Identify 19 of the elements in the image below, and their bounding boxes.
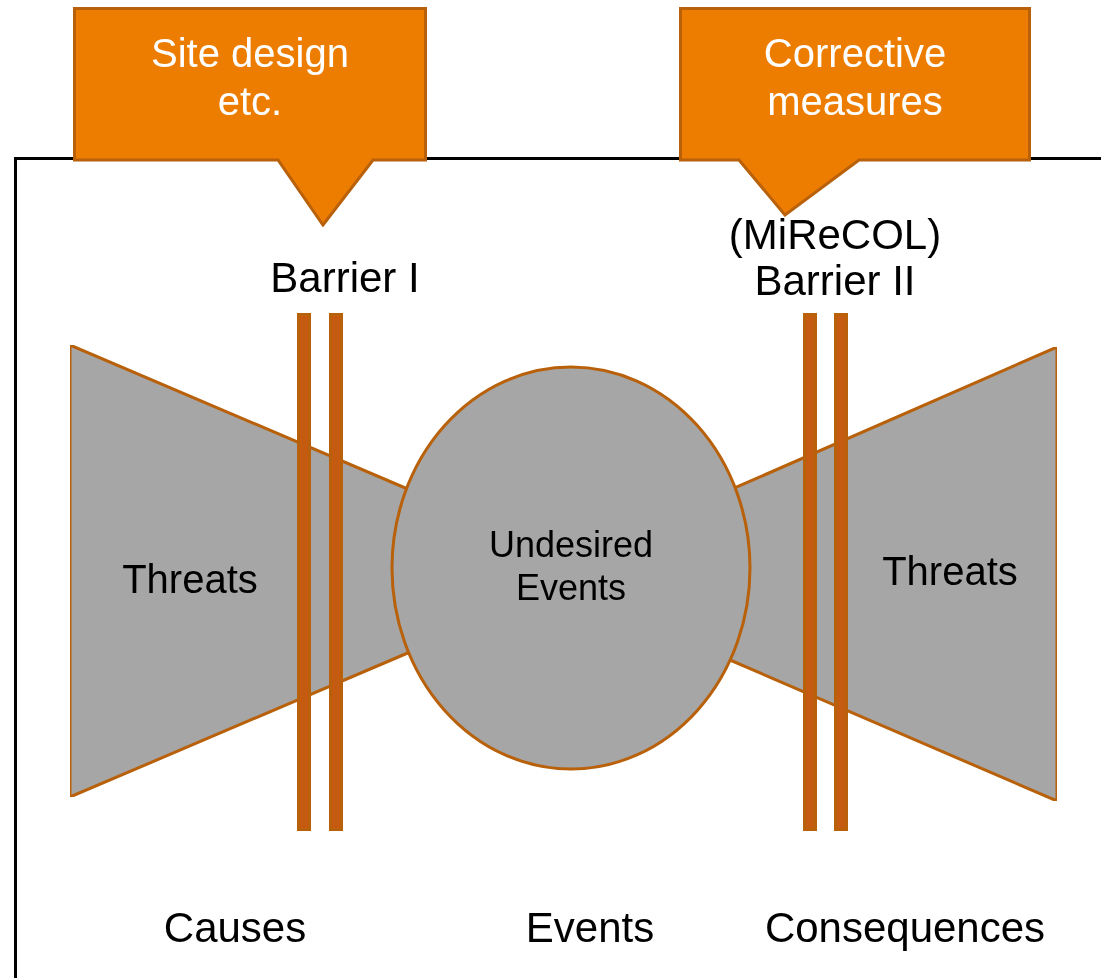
threat-trapezoid <box>70 345 410 797</box>
node-text: Threats <box>121 556 259 603</box>
callout-box <box>73 7 427 227</box>
barrier-label: Barrier I <box>269 255 421 302</box>
event-ellipse <box>390 365 752 771</box>
section-label: Events <box>524 905 656 952</box>
barrier-label: (MiReCOL) Barrier II <box>727 212 943 305</box>
node-text: Threats <box>881 548 1019 595</box>
callout-text: Site design etc. <box>150 30 350 125</box>
threat-trapezoid <box>730 347 1057 801</box>
barrier-bar <box>329 313 343 831</box>
section-label: Consequences <box>763 905 1047 952</box>
barrier-bar <box>834 313 848 831</box>
barrier-bar <box>297 313 311 831</box>
node-text: Undesired Events <box>487 523 655 610</box>
callout-text: Corrective measures <box>762 30 948 125</box>
callout-box <box>679 7 1031 217</box>
section-label: Causes <box>162 905 308 952</box>
barrier-bar <box>803 313 817 831</box>
